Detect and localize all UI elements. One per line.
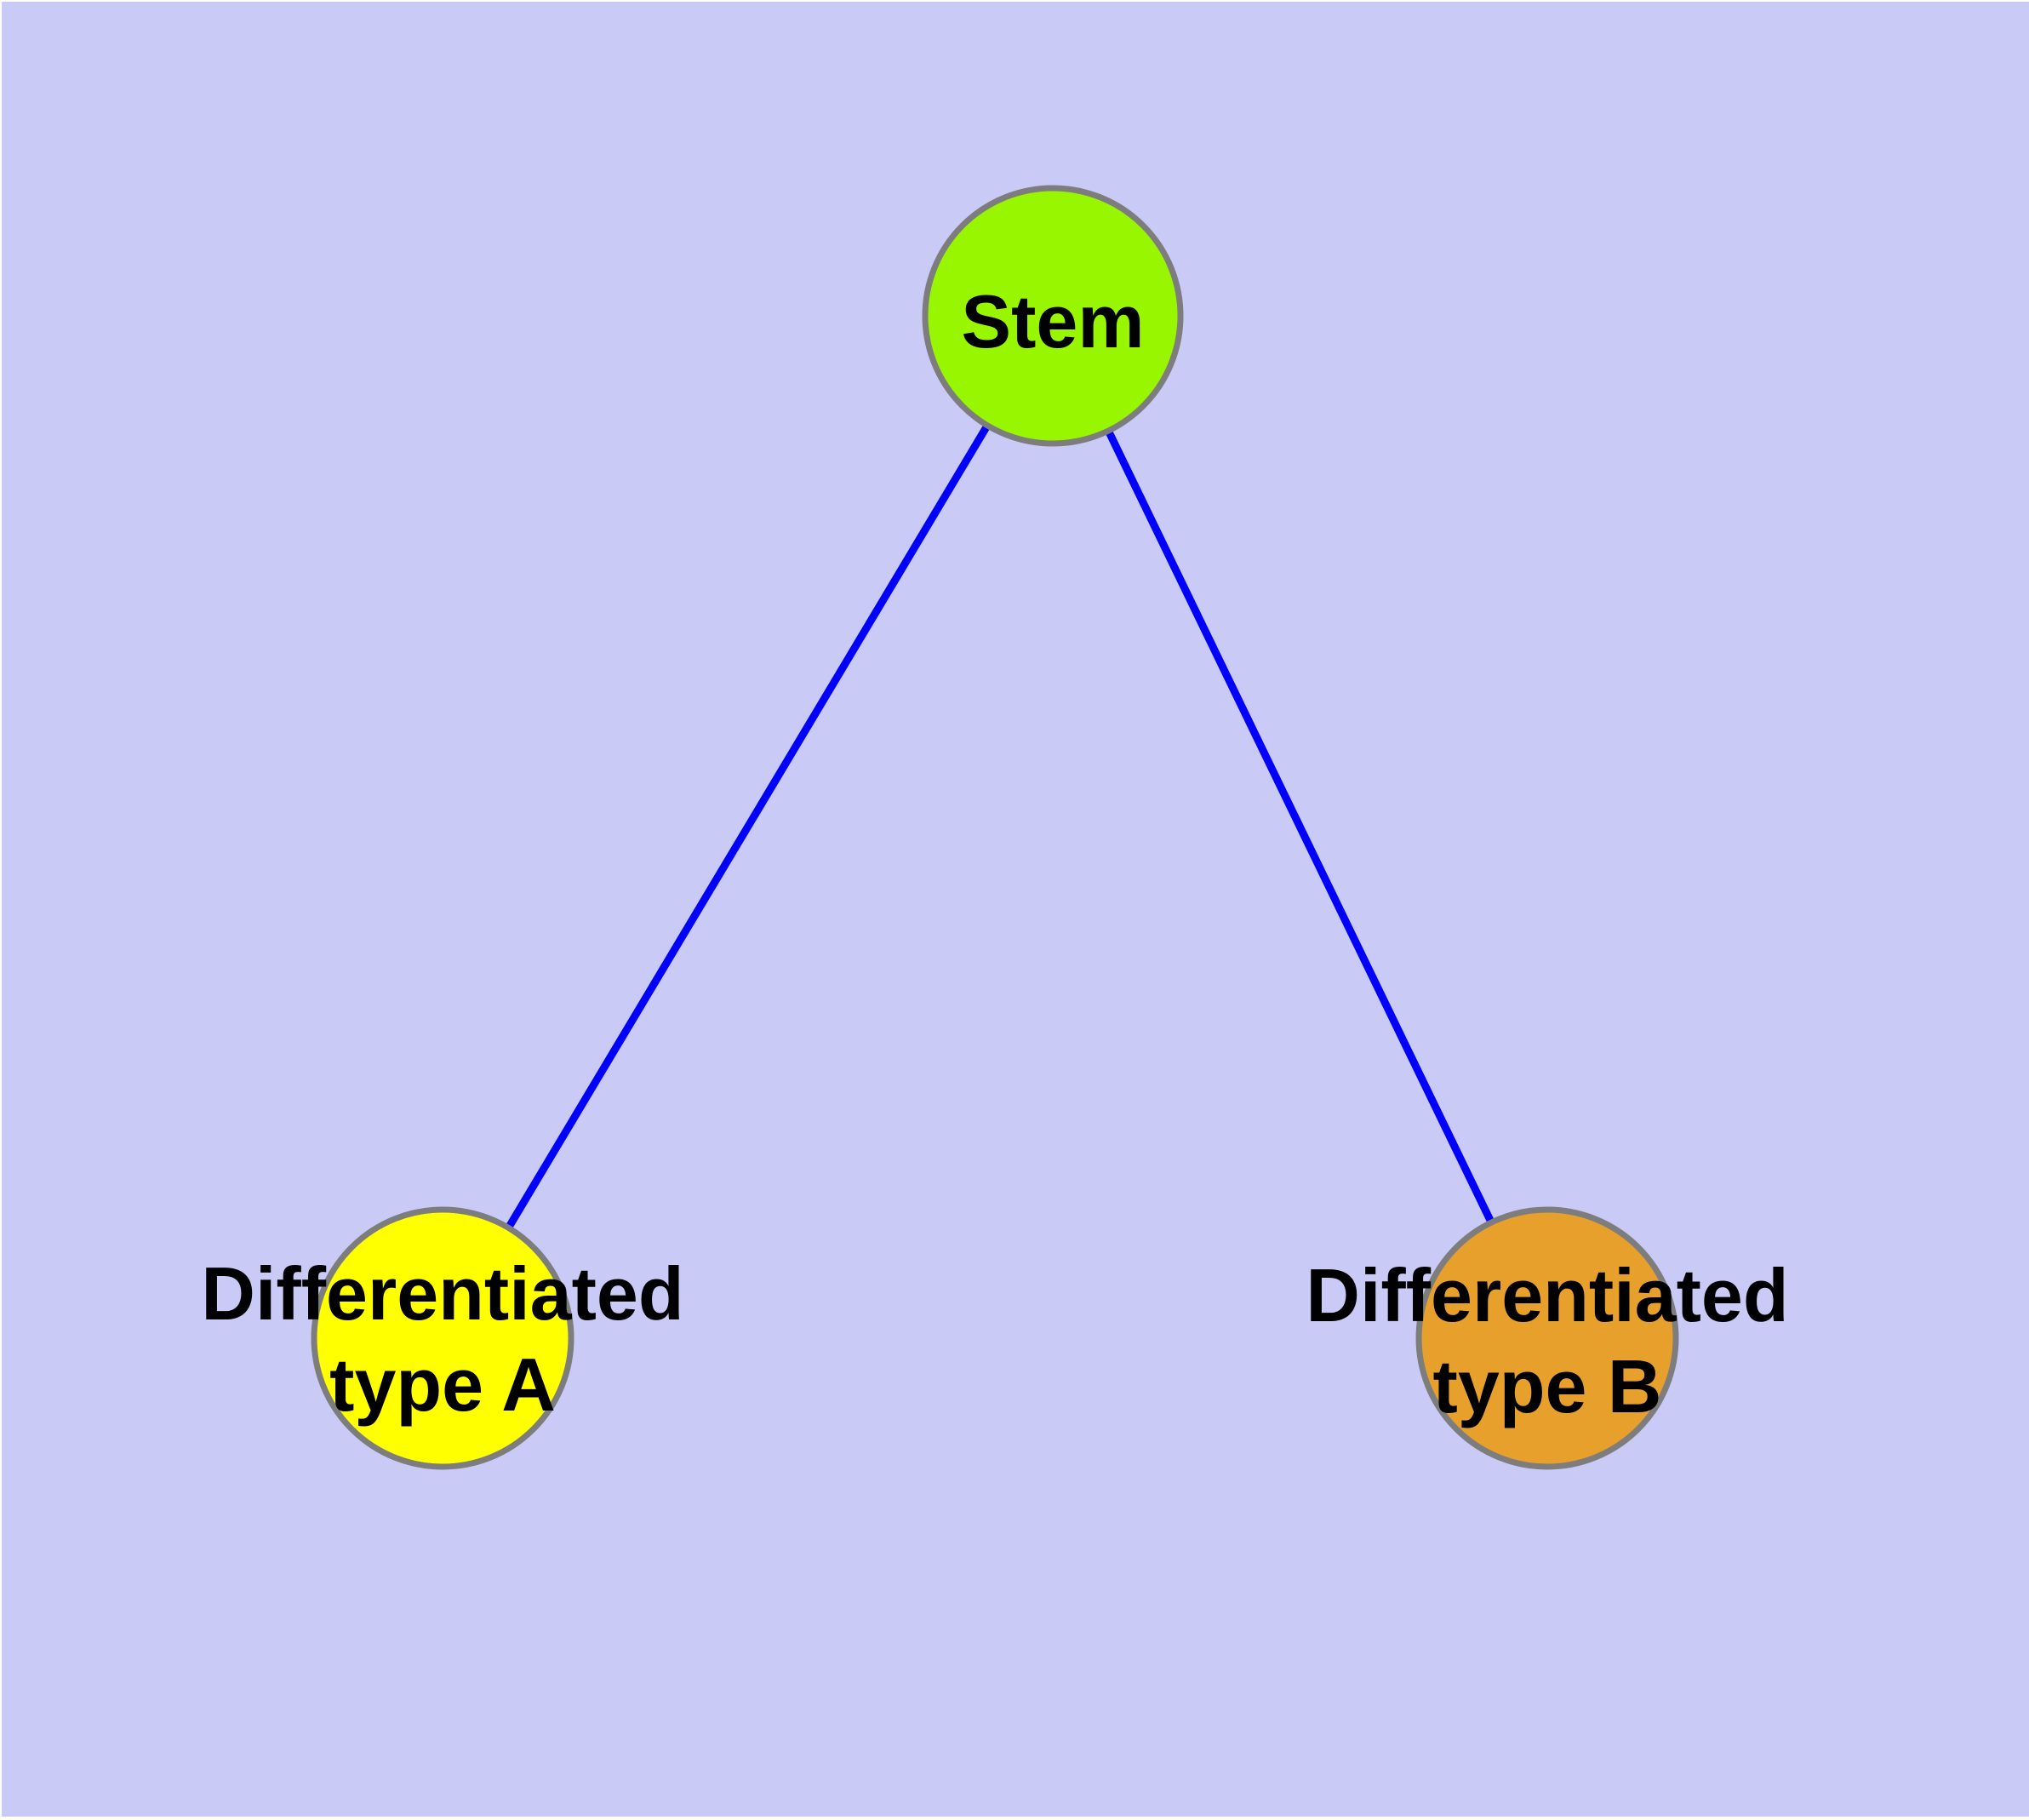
node-differentiated-type-a-label-line1: Differentiated <box>201 1251 683 1336</box>
edge-stem-to-type-b <box>1049 314 1552 1340</box>
node-differentiated-type-b-circle <box>1415 1206 1679 1470</box>
node-stem-label: Stem <box>961 279 1144 363</box>
node-differentiated-type-b-label-line2: type B <box>1433 1344 1662 1428</box>
node-differentiated-type-b-label-line1: Differentiated <box>1306 1253 1788 1337</box>
node-differentiated-type-a-label-line2: type A <box>329 1342 556 1427</box>
edge-stem-to-type-a <box>439 313 1056 1341</box>
node-differentiated-type-a-circle <box>311 1206 574 1470</box>
node-stem-circle <box>922 185 1184 447</box>
